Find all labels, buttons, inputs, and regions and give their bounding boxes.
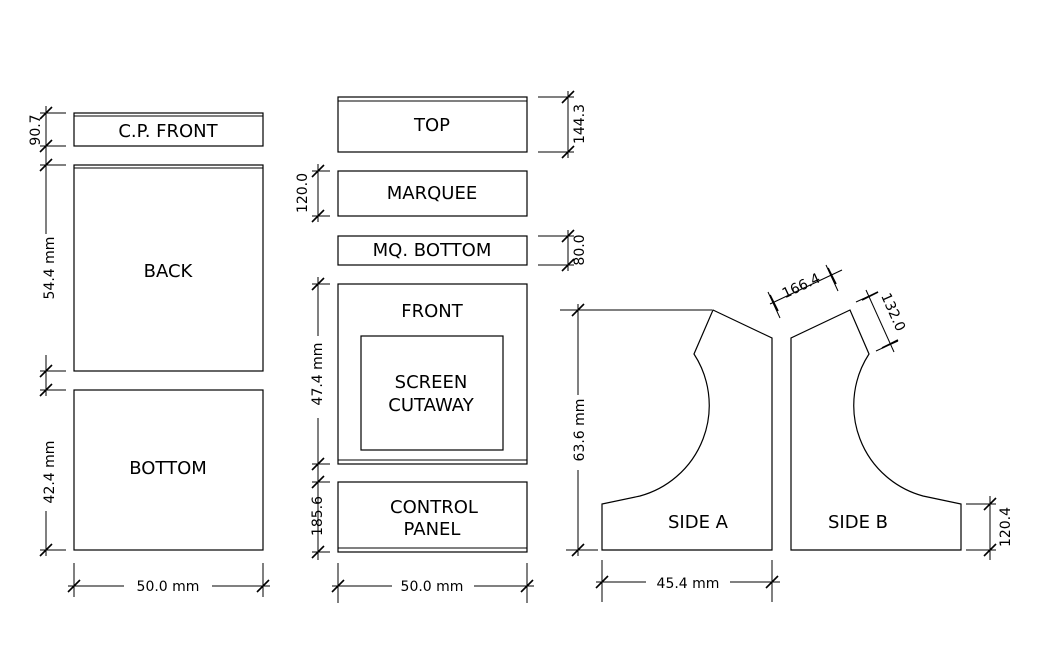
top-panel: TOP — [337, 96, 528, 153]
col2-left-dimension: 120.0 47.4 mm 185.6 — [295, 164, 330, 560]
control-panel-label-2: PANEL — [404, 519, 461, 540]
col2-width-dimension: 50.0 mm — [331, 563, 534, 603]
bottom-label: BOTTOM — [129, 458, 207, 479]
mq-bottom-panel: MQ. BOTTOM — [337, 235, 528, 266]
control-panel-label-1: CONTROL — [390, 497, 478, 518]
cp-front-height-label: 90.7 — [28, 114, 44, 145]
front-label: FRONT — [401, 301, 463, 322]
side-base-height-label: 120.4 — [998, 507, 1014, 547]
side-a-label: SIDE A — [668, 512, 729, 533]
front-panel: FRONT SCREEN CUTAWAY — [337, 283, 528, 465]
top-label: TOP — [413, 115, 450, 136]
side-top-width-label: 166.4 — [780, 271, 823, 302]
screen-cutaway-label-1: SCREEN — [395, 372, 468, 393]
side-a-panel: SIDE A — [601, 309, 773, 551]
side-top-angle-label: 132.0 — [877, 291, 908, 334]
cp-front-panel: C.P. FRONT — [73, 112, 264, 147]
col1-vertical-dimension: 90.7 54.4 mm 42.4 mm — [28, 106, 66, 557]
side-base-height-dimension: 120.4 — [966, 496, 1014, 560]
back-label: BACK — [144, 261, 194, 282]
col1-width-dimension: 50.0 mm — [67, 563, 270, 597]
bottom-panel: BOTTOM — [73, 389, 264, 551]
cp-front-label: C.P. FRONT — [118, 121, 218, 142]
control-panel-height-label: 185.6 — [310, 496, 326, 536]
marquee-height-label: 120.0 — [295, 173, 311, 213]
col2-right-dimension: 144.3 80.0 — [538, 90, 588, 272]
back-height-label: 54.4 mm — [42, 237, 58, 300]
bottom-height-label: 42.4 mm — [42, 441, 58, 504]
top-height-label: 144.3 — [572, 104, 588, 144]
side-height-dimension: 63.6 mm — [560, 303, 712, 557]
side-width-label: 45.4 mm — [657, 576, 720, 592]
side-width-dimension: 45.4 mm — [595, 560, 780, 602]
side-height-label: 63.6 mm — [572, 399, 588, 462]
marquee-panel: MARQUEE — [337, 170, 528, 217]
control-panel: CONTROL PANEL — [337, 481, 528, 553]
side-top-width-dimension: 166.4 — [767, 264, 843, 319]
side-b-panel: SIDE B — [790, 309, 962, 551]
side-b-label: SIDE B — [828, 512, 888, 533]
col1-width-label: 50.0 mm — [137, 579, 200, 595]
back-panel: BACK — [73, 164, 264, 372]
screen-cutaway — [360, 335, 504, 451]
marquee-label: MARQUEE — [387, 183, 477, 204]
mq-bottom-label: MQ. BOTTOM — [373, 240, 492, 261]
front-height-label: 47.4 mm — [310, 343, 326, 406]
mq-bottom-height-label: 80.0 — [572, 234, 588, 265]
col2-width-label: 50.0 mm — [401, 579, 464, 595]
screen-cutaway-label-2: CUTAWAY — [388, 395, 474, 416]
